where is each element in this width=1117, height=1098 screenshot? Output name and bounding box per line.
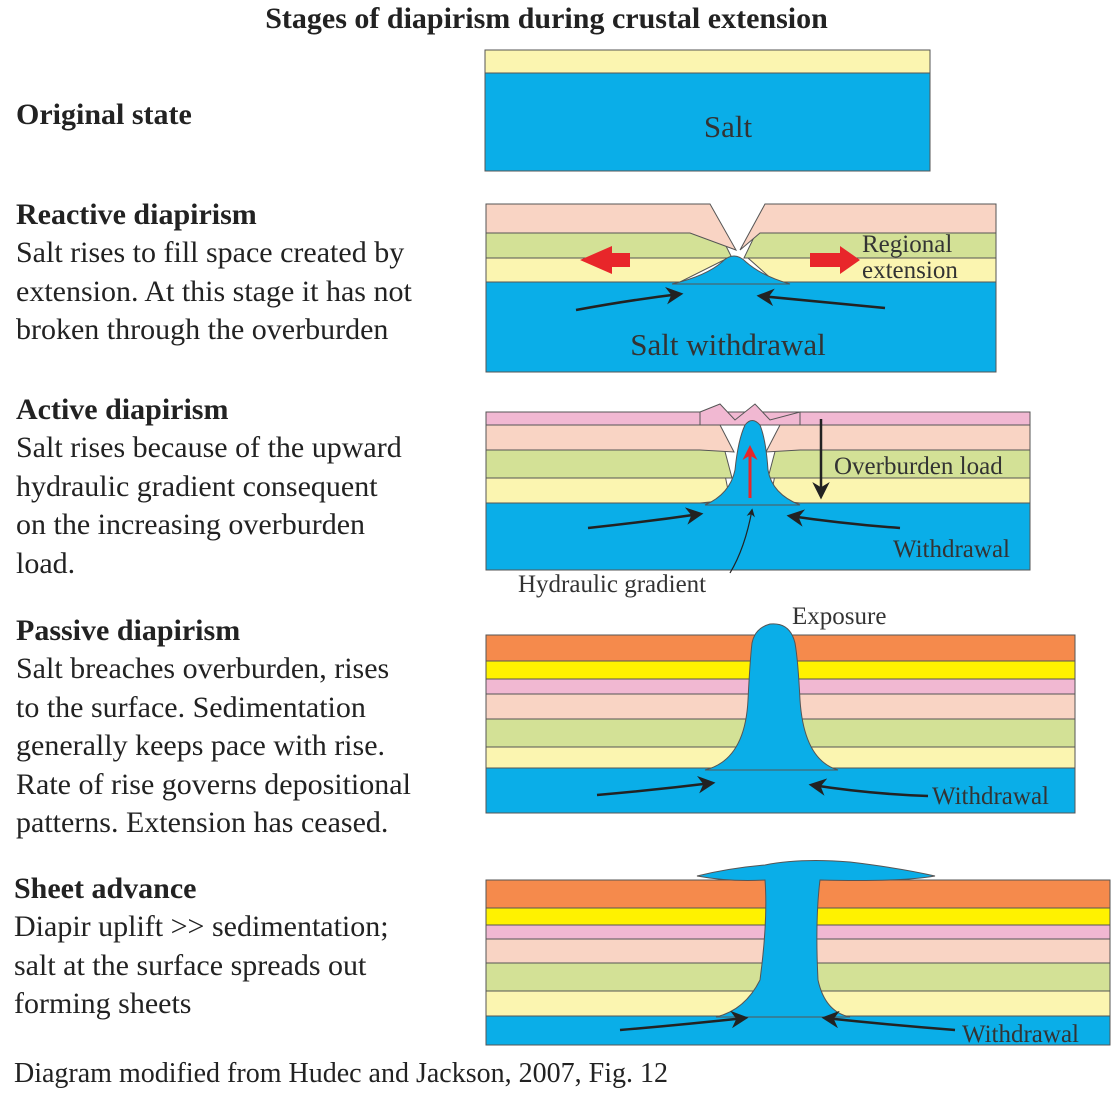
source-credit: Diagram modified from Hudec and Jackson,… xyxy=(14,1058,668,1089)
salt-layer xyxy=(484,72,931,172)
salt-layer xyxy=(485,767,1076,814)
withdrawal-label: Withdrawal xyxy=(932,783,1049,810)
stage-heading: Original state xyxy=(16,98,192,131)
salt-label: Salt xyxy=(704,109,753,144)
stage-sheet: Sheet advance Diapir uplift >> sedimenta… xyxy=(14,870,484,1024)
withdrawal-arrow-right xyxy=(786,509,901,530)
stage-heading: Passive diapirism xyxy=(16,614,241,647)
left-peach-block xyxy=(485,424,735,453)
uplifted-pink-crest xyxy=(699,403,801,426)
salt-diapir xyxy=(704,420,801,506)
overburden-layer xyxy=(484,49,931,74)
stage-heading: Sheet advance xyxy=(14,872,197,905)
withdrawal-label: Withdrawal xyxy=(962,1021,1079,1048)
page-title: Stages of diapirism during crustal exten… xyxy=(265,2,828,35)
left-red-arrow xyxy=(580,246,630,274)
hydraulic-gradient-pointer xyxy=(729,508,755,574)
left-peach-block xyxy=(485,203,738,251)
salt-withdrawal-label: Salt withdrawal xyxy=(630,327,825,362)
stage-heading: Reactive diapirism xyxy=(16,198,257,231)
reactive-section xyxy=(485,203,997,373)
salt-sheet xyxy=(696,860,936,1018)
regional-extension-label-2: extension xyxy=(862,257,958,284)
withdrawal-arrow-left xyxy=(575,286,684,312)
exposure-label: Exposure xyxy=(792,603,886,630)
regional-extension-label-1: Regional xyxy=(862,231,952,258)
active-section xyxy=(485,403,1031,574)
right-peach-block xyxy=(765,424,1031,453)
withdrawal-arrow-left xyxy=(596,776,716,797)
withdrawal-arrow-right xyxy=(756,288,886,310)
withdrawal-arrow-left xyxy=(587,507,704,530)
withdrawal-arrow-right xyxy=(821,1010,956,1032)
stage-heading: Active diapirism xyxy=(16,393,229,426)
stage-reactive: Reactive diapirism Salt rises to fill sp… xyxy=(16,196,486,350)
stage-description: Salt rises to fill space created by exte… xyxy=(16,236,412,346)
passive-section xyxy=(485,623,1076,814)
stage-description: Diapir uplift >> sedimentation; salt at … xyxy=(14,910,389,1020)
withdrawal-arrow-right xyxy=(808,778,929,798)
stage-original: Original state xyxy=(16,96,486,134)
stage-active: Active diapirism Salt rises because of t… xyxy=(16,391,486,583)
overburden-load-label: Overburden load xyxy=(834,453,1003,480)
sheet-section xyxy=(485,860,1111,1046)
salt-dome xyxy=(671,255,791,285)
salt-diapir xyxy=(704,623,839,771)
salt-layer xyxy=(485,281,997,373)
withdrawal-label: Withdrawal xyxy=(893,536,1010,563)
original-state-section xyxy=(484,49,931,172)
stage-description: Salt breaches overburden, rises to the s… xyxy=(16,652,411,839)
stage-description: Salt rises because of the upward hydraul… xyxy=(16,431,402,580)
right-red-arrow xyxy=(810,246,860,274)
withdrawal-arrow-left xyxy=(619,1010,749,1032)
stage-passive: Passive diapirism Salt breaches overburd… xyxy=(16,612,486,843)
right-peach-block xyxy=(739,203,997,251)
salt-layer xyxy=(485,502,1031,571)
hydraulic-gradient-label: Hydraulic gradient xyxy=(518,571,706,598)
